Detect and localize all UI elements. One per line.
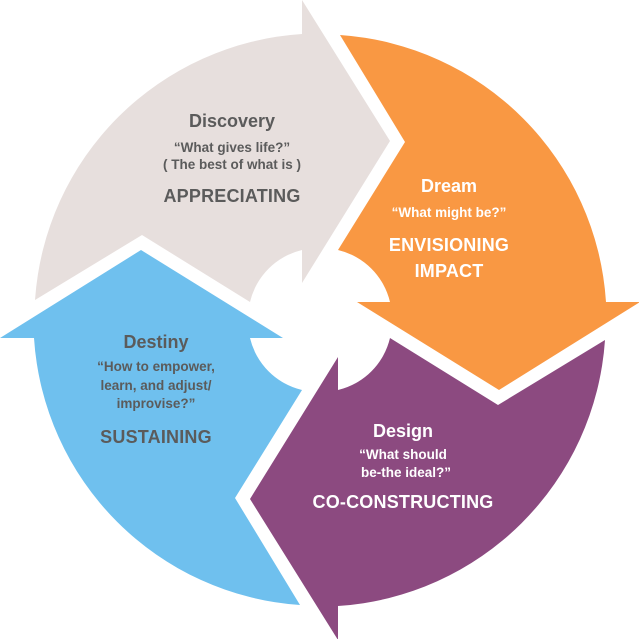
destiny-quote-line-2: learn, and adjust/ <box>100 378 212 393</box>
design-stage: CO-CONSTRUCTING <box>312 492 494 512</box>
design-quote-line-2: be-the ideal?” <box>360 465 452 480</box>
destiny-title: Destiny <box>123 332 189 352</box>
discovery-quote-line-2: ( The best of what is ) <box>162 157 302 172</box>
dream-quote-line-1: “What might be?” <box>391 205 507 220</box>
discovery-stage: APPRECIATING <box>163 186 301 206</box>
dream-stage-line-1: ENVISIONING <box>388 235 510 255</box>
design-title: Design <box>372 421 434 441</box>
dream-stage-line-2: IMPACT <box>414 261 484 281</box>
destiny-quote-line-1: “How to empower, <box>97 359 215 374</box>
design-quote-line-1: “What should <box>359 447 447 462</box>
discovery-quote-line-1: “What gives life?” <box>173 140 291 155</box>
destiny-stage: SUSTAINING <box>100 427 212 447</box>
design-arrow <box>250 338 605 639</box>
discovery-title: Discovery <box>188 111 276 131</box>
destiny-quote-line-3: improvise?” <box>116 396 196 411</box>
dream-title: Dream <box>420 176 478 196</box>
